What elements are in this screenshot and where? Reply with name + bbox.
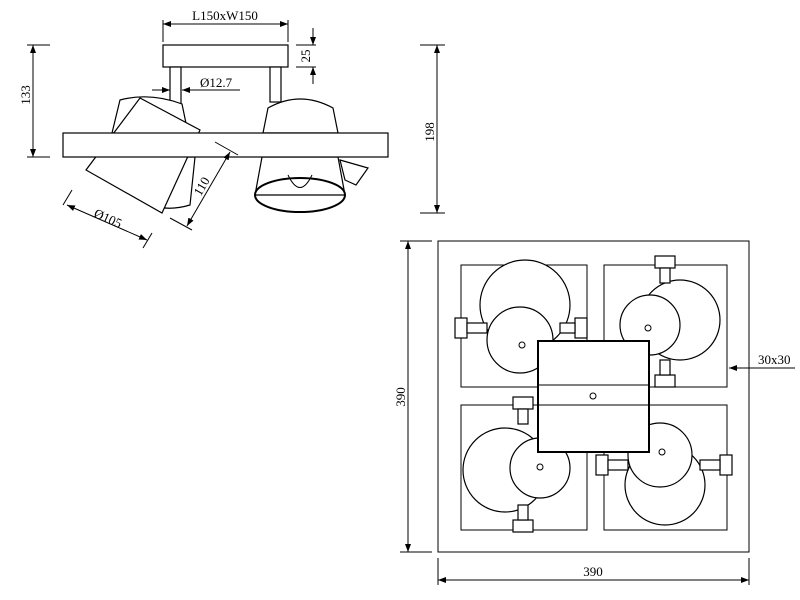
spot-bottom-left	[462, 396, 571, 533]
rod-diameter-label: Ø12.7	[200, 75, 233, 90]
spot-top-left	[454, 259, 588, 374]
canopy-size-label: L150xW150	[192, 8, 258, 23]
mounting-bar	[62, 132, 389, 158]
base-plate	[437, 240, 750, 553]
dimension-width: 390	[437, 558, 750, 585]
dimension-total-height: 198	[420, 44, 445, 214]
shade-length-label: 110	[190, 174, 213, 198]
shade-diameter-label: Ø105	[92, 205, 124, 230]
dimension-canopy-height: 25	[296, 28, 316, 84]
dimension-canopy-width: L150xW150	[162, 8, 289, 42]
dimension-center-block: 30x30	[729, 352, 795, 371]
center-block	[537, 340, 650, 453]
side-view: L150xW150 25 Ø12.7 133 198	[18, 8, 445, 249]
dimension-depth: 390	[393, 240, 432, 553]
body-height-label: 133	[18, 85, 33, 105]
top-view: 30x30 390 390	[393, 240, 795, 585]
canopy-height-label: 25	[298, 50, 313, 63]
shade-right	[254, 98, 369, 213]
dimension-body-height: 133	[18, 44, 50, 158]
canopy	[162, 44, 289, 68]
center-block-label: 30x30	[758, 352, 791, 367]
width-label: 390	[583, 564, 603, 579]
rod-right	[269, 66, 282, 103]
total-height-label: 198	[422, 122, 437, 142]
dimension-shade-length: 110	[169, 141, 239, 231]
dimension-rod-diameter: Ø12.7	[152, 75, 240, 93]
depth-label: 390	[393, 387, 408, 407]
